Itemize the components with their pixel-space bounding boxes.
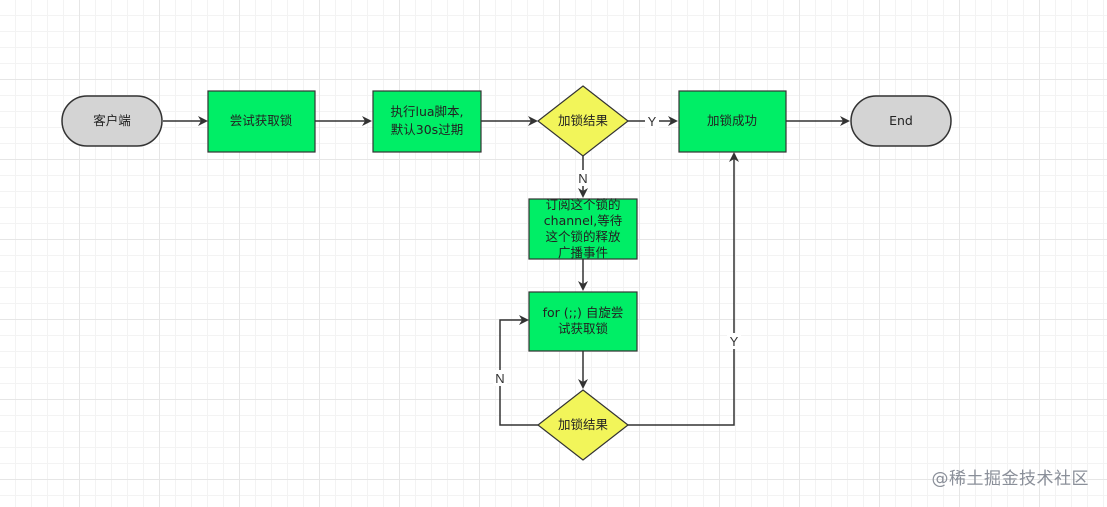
node-exec-lua-line-1: 执行lua脚本, bbox=[390, 104, 463, 119]
node-spin-try-line-2: 试获取锁 bbox=[558, 321, 609, 336]
node-client-label: 客户端 bbox=[93, 113, 131, 128]
node-exec-lua-line-2: 默认30s过期 bbox=[391, 122, 463, 137]
node-subscribe-line-3: 这个锁的释放 bbox=[545, 229, 621, 244]
edge-label-result-1-yes: Y bbox=[648, 114, 657, 129]
node-lock-result-2-label: 加锁结果 bbox=[558, 417, 609, 432]
node-client: 客户端 bbox=[61, 95, 163, 147]
node-subscribe: 订阅这个锁的 channel,等待 这个锁的释放 广播事件 bbox=[528, 197, 638, 260]
node-subscribe-line-1: 订阅这个锁的 bbox=[545, 197, 620, 212]
watermark: @稀土掘金技术社区 bbox=[931, 469, 1089, 489]
edge-label-result-2-no: N bbox=[495, 371, 504, 386]
node-lock-success: 加锁成功 bbox=[678, 90, 787, 153]
edge-result-2-yes-to-success bbox=[628, 152, 739, 426]
node-spin-try: for (;;) 自旋尝 试获取锁 bbox=[528, 291, 638, 352]
node-try-lock: 尝试获取锁 bbox=[207, 90, 316, 153]
node-subscribe-line-2: channel,等待 bbox=[544, 213, 623, 228]
node-end-label: End bbox=[889, 113, 913, 128]
edge-label-bg bbox=[493, 370, 507, 386]
edge-label-bg bbox=[576, 170, 590, 186]
node-lock-result-2: 加锁结果 bbox=[537, 389, 629, 461]
node-lock-success-label: 加锁成功 bbox=[707, 113, 757, 128]
node-exec-lua: 执行lua脚本, 默认30s过期 bbox=[372, 90, 482, 153]
node-subscribe-line-4: 广播事件 bbox=[558, 245, 608, 260]
edge-label-bg bbox=[727, 333, 741, 349]
edge-label-bg bbox=[645, 113, 659, 129]
node-spin-try-line-1: for (;;) 自旋尝 bbox=[543, 305, 624, 320]
node-lock-result-1-label: 加锁结果 bbox=[558, 113, 609, 128]
edge-label-result-2-yes: Y bbox=[730, 334, 739, 349]
node-lock-result-1: 加锁结果 bbox=[537, 85, 629, 157]
node-end: End bbox=[850, 95, 952, 147]
node-try-lock-label: 尝试获取锁 bbox=[230, 113, 293, 128]
edge-label-result-1-no: N bbox=[578, 171, 587, 186]
